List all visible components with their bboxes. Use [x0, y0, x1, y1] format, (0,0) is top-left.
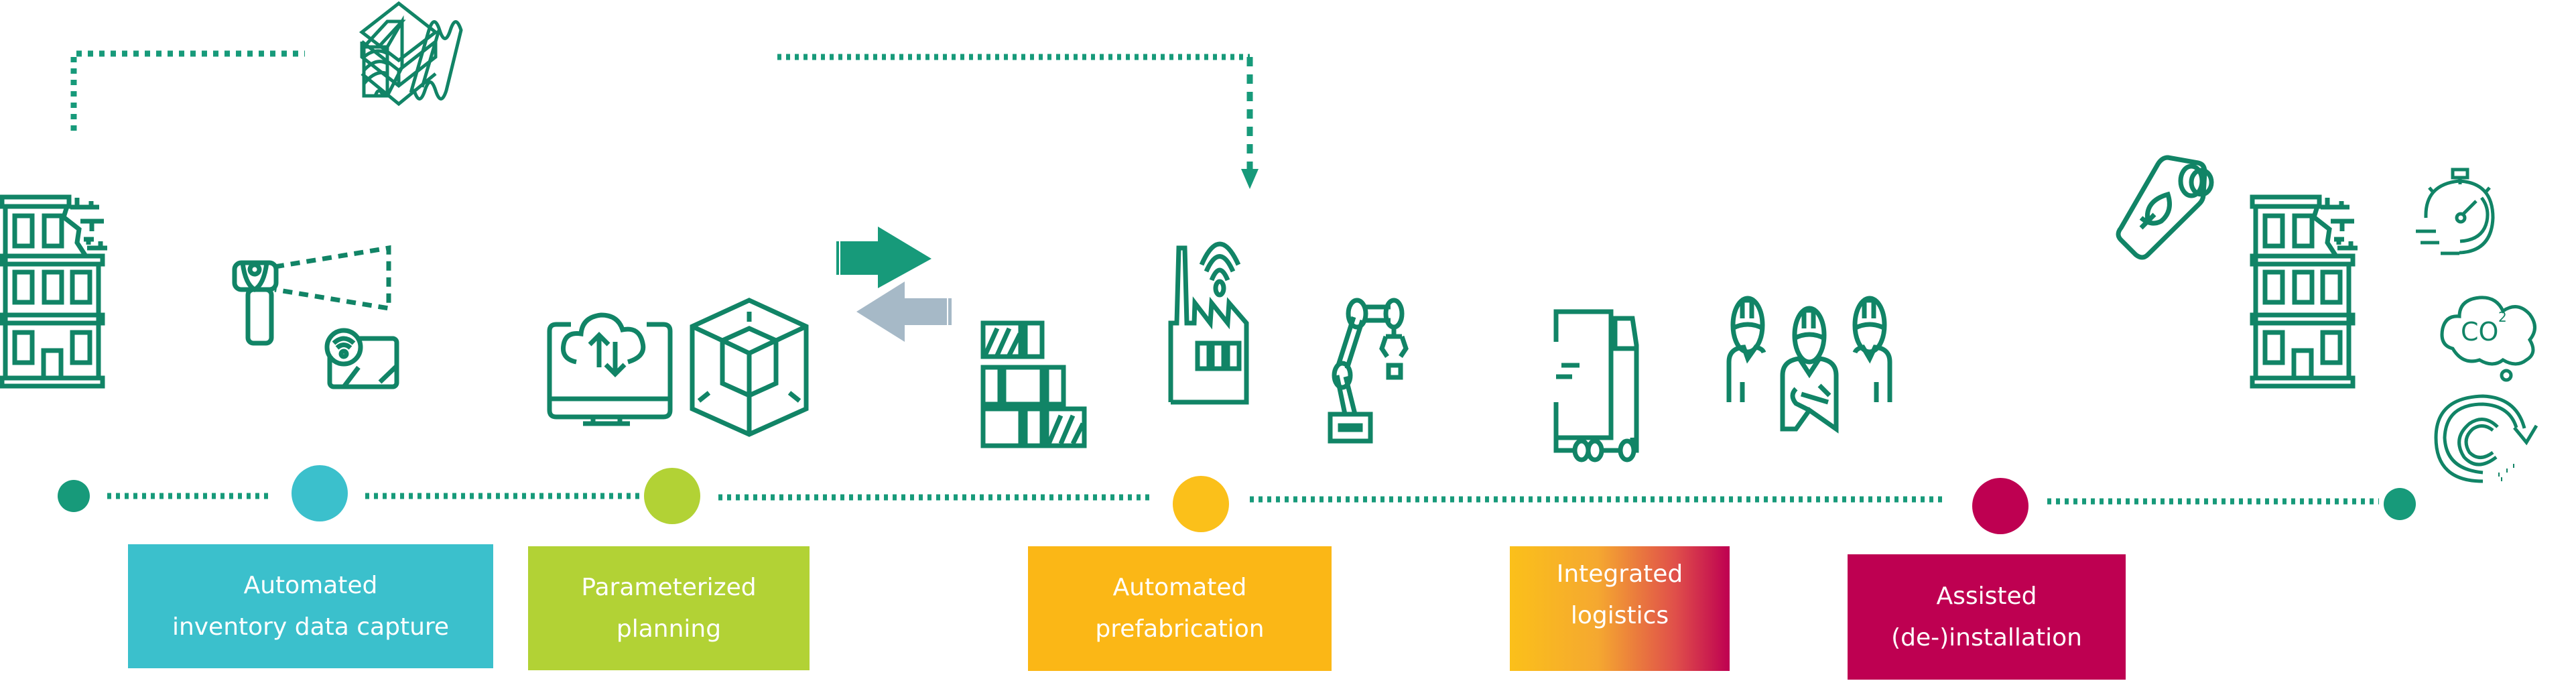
return-arrow-icon: [856, 282, 952, 342]
step-installation-text: Assisted (de-)installation: [1891, 582, 2082, 651]
step-planning-text: Parameterized planning: [581, 573, 757, 643]
material-flow-arrowhead: [1241, 169, 1259, 189]
step-logistics-text: Integrated logistics: [1556, 560, 1683, 629]
timeline-node-planning: [644, 468, 700, 524]
timeline-node-inventory: [292, 465, 348, 521]
step-prefabrication-label: Automated prefabrication: [1028, 546, 1332, 671]
timber-icon: [360, 15, 406, 98]
co2-text: CO: [2461, 317, 2498, 347]
stopwatch-icon: [2416, 168, 2495, 255]
scanner-icon: [232, 245, 391, 346]
workers-icon: [1726, 296, 1892, 434]
step-inventory-label: Automated inventory data capture: [128, 544, 493, 668]
timeline-node-start: [58, 480, 90, 512]
timeline-node-end: [2384, 488, 2416, 520]
bim-cube-icon: [690, 298, 809, 437]
cloud-monitor-icon: [547, 312, 673, 426]
old-building-icon: [0, 194, 107, 389]
eco-tag-icon: [2116, 155, 2214, 260]
material-flow-line-left: [70, 50, 305, 131]
recycle-carbon-icon: [2434, 394, 2538, 483]
corrugated-sheet-icon: [409, 20, 463, 101]
step-planning-label: Parameterized planning: [528, 546, 810, 670]
step-inventory-text: Automated inventory data capture: [172, 571, 450, 641]
timeline-node-installation: [1972, 478, 2028, 534]
robot-arm-icon: [1328, 298, 1409, 444]
step-logistics-label: Integrated logistics: [1510, 546, 1730, 671]
forward-arrow-icon: [836, 227, 931, 288]
truck-icon: [1553, 309, 1639, 462]
bricks-icon: [980, 320, 1087, 448]
step-prefabrication-text: Automated prefabrication: [1095, 574, 1265, 643]
co2-cloud-icon: CO 2: [2440, 296, 2536, 382]
co2-subscript: 2: [2498, 309, 2507, 325]
smart-factory-icon: [1168, 241, 1249, 405]
timeline-node-prefabrication: [1173, 476, 1229, 532]
renewed-building-icon: [2250, 194, 2358, 389]
step-installation-label: Assisted (de-)installation: [1848, 554, 2126, 680]
tablet-wifi-icon: [324, 328, 399, 389]
